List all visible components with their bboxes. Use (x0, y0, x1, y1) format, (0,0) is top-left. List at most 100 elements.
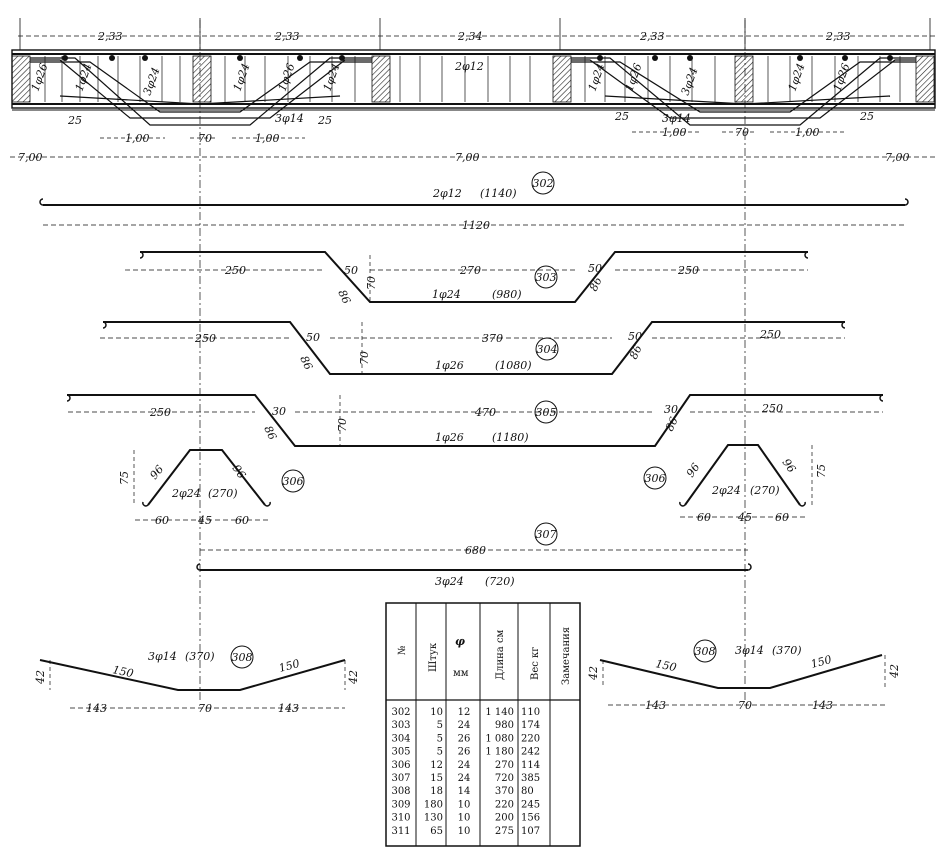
beam-label: 1φ24 (321, 62, 343, 93)
table-cell: 5 (437, 747, 443, 758)
beam-label: 1φ24 (231, 62, 253, 93)
table-cell: 310 (391, 813, 410, 824)
table-cell: 114 (521, 760, 540, 771)
bar-308-right-length: (370) (772, 644, 802, 657)
table-cell: 12 (430, 760, 443, 771)
bar-308-left-dim: 143 (86, 702, 107, 715)
dim-right-25b: 25 (859, 110, 874, 123)
dim-left-25a: 25 (67, 114, 82, 127)
bar-303-left: 250 (224, 264, 246, 277)
table-cell: 275 (495, 826, 514, 837)
beam-label: 3φ24 (141, 66, 163, 97)
bar-308-height-right: 42 (347, 670, 360, 685)
bar-307-id: 307 (536, 528, 557, 541)
bar-305-length: (1180) (492, 431, 529, 444)
table-cell: 720 (495, 773, 514, 784)
dim-left-100b: 1,00 (255, 132, 280, 145)
table-cell: 302 (391, 707, 410, 718)
bar-308-right-label: 3φ14 (735, 644, 764, 657)
bar-306-base-mid: 45 (197, 514, 212, 527)
column-block (11, 55, 31, 103)
bar-304-diag: 86 (297, 354, 315, 372)
bar-305-right: 250 (761, 402, 783, 415)
stirrup-label-left: 3φ14 (275, 112, 304, 125)
bar-304-right: 250 (759, 328, 781, 341)
table-cell: 1 080 (485, 733, 514, 744)
bar-308-slope-right: 150 (277, 657, 301, 675)
bar-303-mid: 270 (459, 264, 481, 277)
bar-308-label: 3φ14 (148, 650, 177, 663)
dim-right-100a: 1,00 (662, 126, 687, 139)
table-cell: 12 (458, 707, 471, 718)
table-cell: 311 (391, 826, 410, 837)
table-header-weight: Вес кг (530, 646, 541, 680)
table-cell: 10 (458, 799, 471, 810)
bar-305-slope: 30 (272, 405, 286, 418)
bar-306-length: (270) (208, 487, 238, 500)
beam-elevation (11, 49, 936, 126)
table-cell: 370 (495, 786, 514, 797)
table-cell: 24 (458, 760, 471, 771)
dim-left-25b: 25 (317, 114, 332, 127)
beam-label: 2φ12 (454, 60, 484, 73)
beam-label: 1φ24 (73, 62, 95, 93)
bar-303-diag-right: 86 (587, 275, 605, 293)
bar-302-length: (1140) (480, 187, 517, 200)
bar-306-right-base-mid: 45 (737, 511, 752, 524)
bar-305-diag: 86 (261, 424, 279, 442)
bar-307-dim: 680 (465, 544, 486, 557)
table-cell: 200 (495, 813, 514, 824)
beam-label: 1φ24 (586, 62, 608, 93)
table-cell: 220 (495, 799, 514, 810)
bar-305-rise: 70 (336, 418, 349, 432)
table-cell: 245 (521, 799, 540, 810)
table-cell: 270 (495, 760, 514, 771)
bar-303-length: (980) (492, 288, 522, 301)
bar-308-slope: 150 (111, 663, 134, 680)
column-block (915, 55, 935, 103)
bar-307 (196, 522, 752, 571)
bar-304-id: 304 (537, 343, 558, 356)
bar-302-label: 2φ12 (432, 187, 462, 200)
bar-306-right-id: 306 (645, 472, 666, 485)
bar-305-slope-right: 30 (664, 403, 678, 416)
bar-306-right-side-b: 96 (780, 456, 799, 475)
table-cell: 80 (521, 786, 534, 797)
stirrup-label-right: 3φ14 (662, 112, 691, 125)
bar-302 (39, 171, 909, 226)
bar-306-right-height: 75 (815, 464, 828, 478)
bar-307-length: (720) (485, 575, 515, 588)
bar-306-right-label: 2φ24 (711, 484, 741, 497)
table-cell: 308 (391, 786, 410, 797)
bar-303-id: 303 (536, 271, 557, 284)
bar-308-right-height: 42 (587, 666, 600, 681)
bar-308-height: 42 (34, 670, 47, 685)
table-cell: 10 (430, 707, 443, 718)
table-cell: 307 (391, 773, 410, 784)
bar-304-diag-right: 86 (627, 343, 645, 361)
column-block (371, 55, 391, 103)
bar-308-right-id: 308 (695, 645, 716, 658)
table-header-qty: Штук (428, 642, 439, 672)
table-cell: 309 (391, 799, 410, 810)
table-header-length: Длина см (495, 629, 506, 680)
span-3-label: 2,34 (457, 30, 483, 43)
table-cell: 980 (495, 720, 514, 731)
bar-306-side: 96 (147, 463, 166, 482)
table-cell: 14 (458, 786, 471, 797)
table-cell: 15 (430, 773, 443, 784)
dim-left-70: 70 (198, 132, 212, 145)
bar-308-right-height-b: 42 (888, 664, 901, 679)
bar-304-rise: 70 (358, 351, 371, 365)
bar-303-right: 250 (677, 264, 699, 277)
bar-305-label: 1φ26 (435, 431, 464, 444)
bar-306-id: 306 (283, 475, 304, 488)
bend-dimensions (100, 131, 845, 139)
table-cell: 305 (391, 747, 410, 758)
bar-305-left: 250 (149, 406, 171, 419)
